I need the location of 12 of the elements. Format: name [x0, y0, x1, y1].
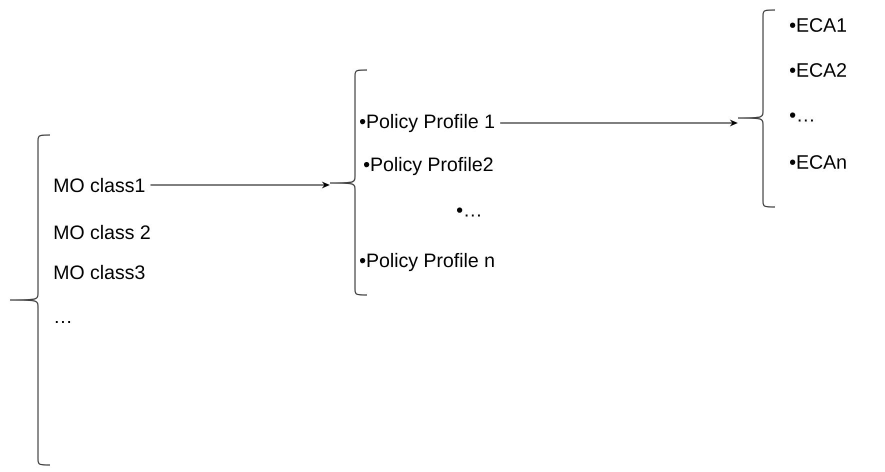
list-item: •Policy Profile2	[364, 156, 493, 176]
list-item: •ECAn	[790, 155, 846, 169]
list-item: MO class 2	[54, 224, 150, 240]
list-item: •Policy Profile n	[360, 252, 494, 272]
list-item: MO class1	[54, 178, 144, 192]
list-item: •ECA1	[790, 18, 846, 32]
list-item: •…	[456, 207, 480, 217]
list-item: •…	[790, 112, 813, 122]
list-item: •ECA2	[790, 63, 846, 77]
list-item: MO class3	[54, 264, 144, 280]
list-item: •Policy Profile 1	[360, 114, 494, 132]
list-item: …	[56, 320, 70, 324]
